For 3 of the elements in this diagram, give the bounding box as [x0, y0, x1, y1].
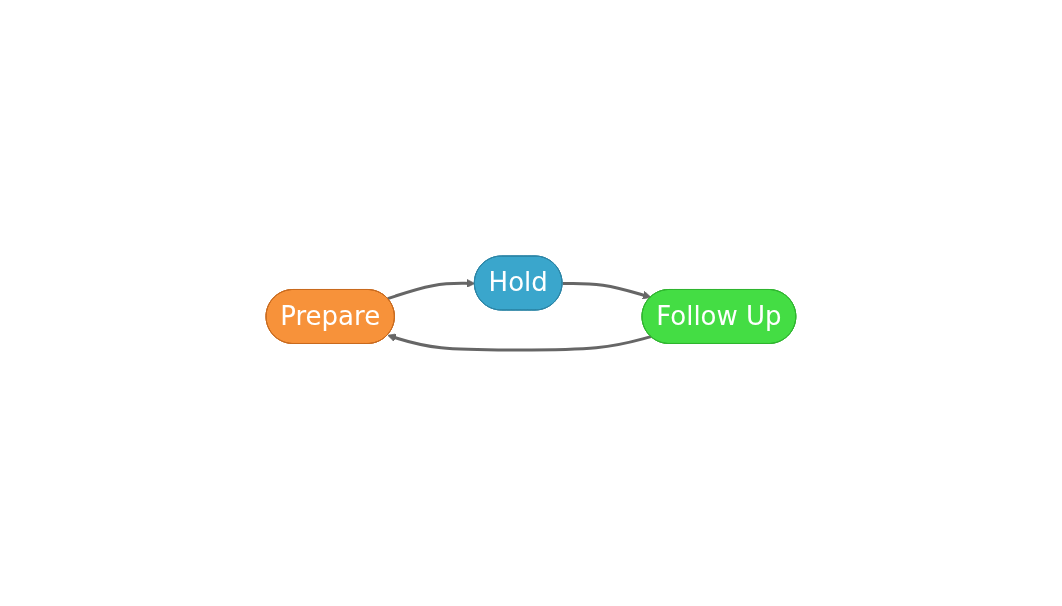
arrow	[387, 333, 652, 352]
arrow	[387, 279, 476, 301]
arrow	[562, 281, 652, 300]
